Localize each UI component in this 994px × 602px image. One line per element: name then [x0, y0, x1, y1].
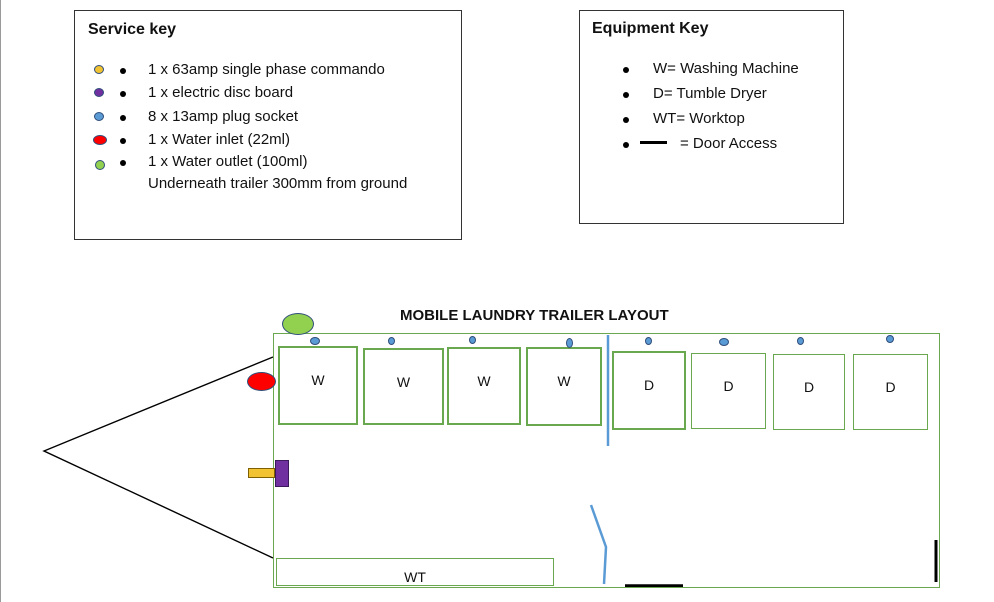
bullet-icon: [120, 115, 126, 121]
bullet-icon: [623, 117, 629, 123]
equipment-key-box: Equipment Key W= Washing Machine D= Tumb…: [579, 10, 844, 224]
service-item-disc-board: 1 x electric disc board: [148, 84, 294, 101]
service-key-note: Underneath trailer 300mm from ground: [148, 175, 408, 192]
plug-socket-icon: [566, 338, 573, 348]
commando-socket-icon: [248, 468, 275, 478]
bullet-icon: [623, 142, 629, 148]
equipment-key-title: Equipment Key: [592, 20, 709, 37]
equipment-item-worktop: WT= Worktop: [653, 110, 745, 127]
service-key-title: Service key: [88, 21, 177, 38]
washing-machine-4: W: [526, 347, 602, 426]
bullet-icon: [120, 68, 126, 74]
washer-label: W: [311, 372, 325, 388]
water-outlet-icon: [282, 313, 314, 335]
plug-socket-icon: [310, 337, 320, 345]
drawbar-lines: [42, 356, 274, 559]
service-key-box: Service key 1 x 63amp single phase comma…: [74, 10, 462, 240]
service-item-water-inlet: 1 x Water inlet (22ml): [148, 131, 290, 148]
tumble-dryer-1: D: [612, 351, 686, 430]
partition-door: [589, 504, 608, 585]
tumble-dryer-3: D: [773, 354, 845, 430]
bullet-icon: [623, 92, 629, 98]
plug-socket-icon: [94, 112, 104, 121]
washing-machine-1: W: [278, 346, 358, 425]
equipment-item-door: = Door Access: [680, 135, 778, 152]
tumble-dryer-2: D: [691, 353, 766, 429]
dryer-label: D: [643, 377, 655, 393]
worktop-label: WT: [404, 569, 426, 585]
door-access-icon: [640, 141, 667, 144]
commando-socket-icon: [94, 65, 104, 74]
washing-machine-3: W: [447, 347, 521, 425]
equipment-item-washer: W= Washing Machine: [653, 60, 799, 77]
disc-board-icon: [94, 88, 104, 97]
washer-label: W: [396, 374, 411, 390]
service-item-plug-socket: 8 x 13amp plug socket: [148, 108, 299, 125]
washing-machine-2: W: [363, 348, 444, 425]
page-left-edge: [0, 0, 1, 602]
equipment-item-dryer: D= Tumble Dryer: [653, 85, 767, 102]
washer-label: W: [477, 373, 491, 389]
service-item-water-outlet: 1 x Water outlet (100ml): [148, 153, 308, 170]
bullet-icon: [120, 91, 126, 97]
plug-socket-icon: [886, 335, 894, 343]
dryer-label: D: [723, 378, 734, 394]
service-item-commando: 1 x 63amp single phase commando: [148, 61, 385, 78]
plug-socket-icon: [469, 336, 476, 344]
water-outlet-icon: [95, 160, 105, 170]
plug-socket-icon: [797, 337, 804, 345]
plan-title: MOBILE LAUNDRY TRAILER LAYOUT: [400, 307, 669, 324]
bullet-icon: [120, 138, 126, 144]
disc-board-icon: [275, 460, 289, 487]
dryer-label: D: [803, 379, 815, 395]
worktop: WT: [276, 558, 554, 586]
water-inlet-icon: [93, 135, 107, 145]
tumble-dryer-4: D: [853, 354, 928, 430]
dryer-label: D: [885, 379, 896, 395]
bullet-icon: [120, 160, 126, 166]
plug-socket-icon: [719, 338, 729, 346]
plug-socket-icon: [388, 337, 395, 345]
plug-socket-icon: [645, 337, 652, 345]
bullet-icon: [623, 67, 629, 73]
trailer-body: [273, 333, 940, 588]
washer-label: W: [557, 373, 571, 389]
water-inlet-icon: [247, 372, 276, 391]
